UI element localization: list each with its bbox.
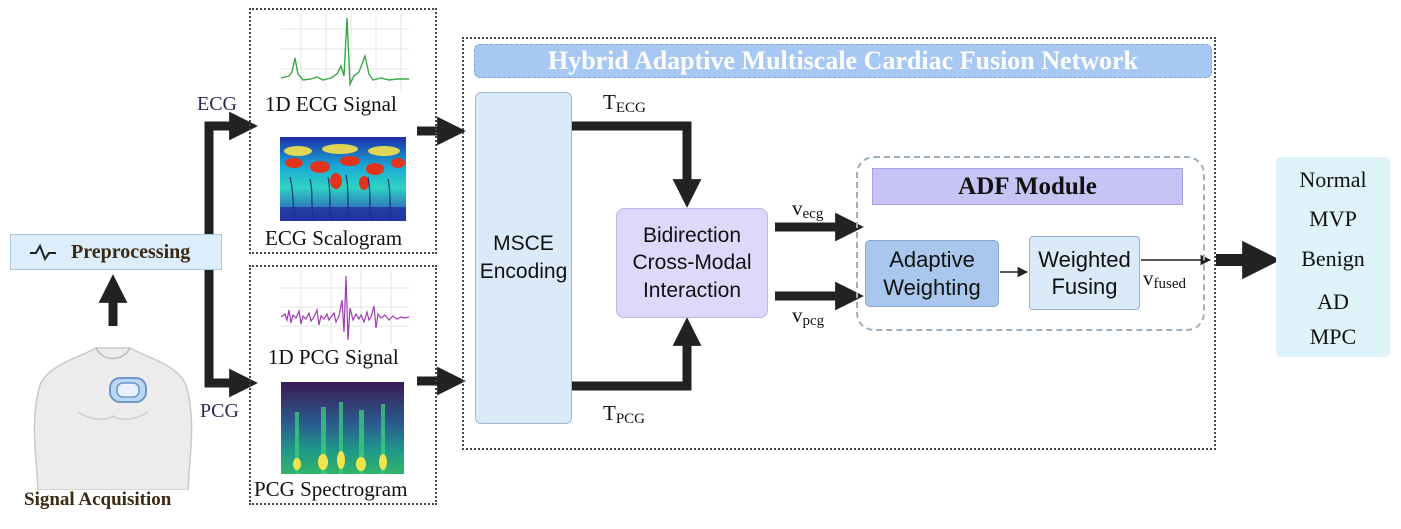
- output-class: Benign: [1301, 246, 1365, 271]
- adf-module-title: ADF Module: [872, 168, 1183, 205]
- wearable-sensor-icon: [109, 377, 147, 403]
- msce-encoder-block: MSCE Encoding: [475, 92, 572, 424]
- ecg-signal-plot: [281, 14, 409, 90]
- adaptive-label-line1: Adaptive: [889, 247, 975, 272]
- token-ecg-label: TECG: [603, 90, 646, 116]
- waveform-icon: [30, 243, 56, 261]
- fusing-label-line2: Fusing: [1051, 274, 1118, 299]
- arrow-preproc-to-ecg: [204, 111, 258, 234]
- ecg-signal-label: 1D ECG Signal: [265, 92, 397, 116]
- output-class: Normal: [1299, 167, 1367, 192]
- ecg-branch-label: ECG: [197, 93, 237, 115]
- pcg-signal-label: 1D PCG Signal: [268, 345, 399, 369]
- vector-fused-label: vfused: [1143, 266, 1186, 292]
- interaction-label-line2: Cross-Modal: [632, 251, 752, 275]
- adf-module-frame: [856, 156, 1205, 331]
- cross-modal-interaction-block: Bidirection Cross-Modal Interaction: [616, 208, 768, 318]
- token-pcg-label: TPCG: [603, 401, 646, 427]
- ecg-scalogram-image: [280, 137, 406, 221]
- interaction-label-line1: Bidirection: [642, 224, 742, 248]
- interaction-label-line3: Interaction: [642, 278, 742, 302]
- pcg-spectrogram-label: PCG Spectrogram: [254, 477, 408, 501]
- pcg-trace: [281, 275, 409, 341]
- preprocessing-label: Preprocessing: [71, 240, 191, 263]
- fusion-network-frame: [462, 37, 1216, 450]
- ecg-trace: [281, 17, 409, 87]
- pcg-input-panel: [249, 265, 437, 505]
- ecg-scalogram-label: ECG Scalogram: [265, 226, 403, 250]
- arrow-tecg: [572, 121, 702, 208]
- pcg-branch-label: PCG: [200, 400, 239, 422]
- encoder-label-line2: Encoding: [479, 260, 568, 283]
- output-class: MPC: [1309, 324, 1357, 349]
- adaptive-weighting-block: Adaptive Weighting: [865, 240, 999, 307]
- adaptive-label-line2: Weighting: [883, 274, 981, 300]
- arrow-tpcg: [572, 317, 702, 391]
- vector-pcg-label: vpcg: [792, 303, 825, 329]
- pcg-signal-plot: [281, 270, 409, 344]
- arrow-preproc-to-pcg: [204, 270, 258, 398]
- fusing-label-line1: Weighted: [1038, 246, 1131, 272]
- torso-illustration: [33, 347, 193, 490]
- encoder-label-line1: MSCE: [493, 231, 554, 255]
- ecg-input-panel: [249, 8, 437, 254]
- output-class: MVP: [1309, 206, 1357, 231]
- weighted-fusing-block: Weighted Fusing: [1029, 236, 1140, 310]
- pcg-spectrogram-image: [281, 382, 404, 474]
- network-title: Hybrid Adaptive Multiscale Cardiac Fusio…: [474, 44, 1212, 78]
- output-class: AD: [1317, 289, 1349, 314]
- signal-acquisition-label: Signal Acquisition: [24, 489, 172, 510]
- output-classes-panel: Normal MVP Benign AD MPC: [1276, 157, 1390, 357]
- preprocessing-box: Preprocessing: [10, 234, 222, 270]
- vector-ecg-label: vecg: [792, 196, 824, 222]
